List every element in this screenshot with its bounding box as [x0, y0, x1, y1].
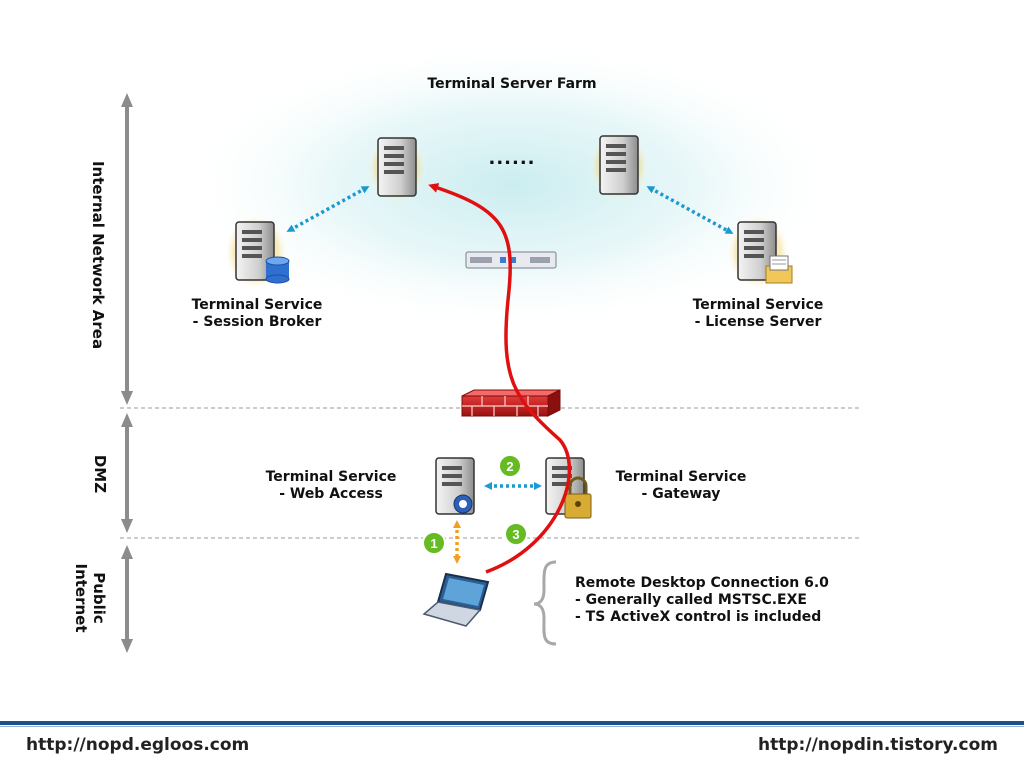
- footer-left-url[interactable]: http://nopd.egloos.com: [26, 735, 250, 755]
- step-badge-2: 2: [498, 454, 522, 478]
- server-farm-title: Terminal Server Farm: [427, 76, 597, 92]
- farm-server-2-icon: [589, 130, 649, 202]
- step-number-1: 1: [430, 536, 437, 551]
- padlock-icon: [564, 476, 592, 519]
- license-folder-icon: [765, 255, 793, 284]
- zone-label-internal: Internal Network Area: [89, 160, 107, 350]
- web-access-label: Terminal Service - Web Access: [265, 469, 397, 502]
- step-badge-1: 1: [422, 531, 446, 555]
- license-server-label: Terminal Service - License Server: [692, 297, 824, 330]
- database-icon: [265, 256, 290, 284]
- client-description: Remote Desktop Connection 6.0 - Generall…: [575, 575, 829, 625]
- server-farm-glow: [182, 40, 842, 330]
- session-broker-label: Terminal Service - Session Broker: [191, 297, 323, 330]
- footer-rule: [0, 721, 1024, 725]
- rdp-connection-path: [428, 183, 572, 574]
- zone-label-public-line2: Internet: [72, 563, 90, 633]
- step-number-2: 2: [506, 459, 513, 474]
- laptop-client-icon: [422, 572, 490, 627]
- step-number-3: 3: [512, 527, 519, 542]
- zone-label-public: Public Internet: [72, 558, 108, 638]
- client-description-brace: [533, 560, 557, 646]
- zone-label-dmz: DMZ: [91, 454, 109, 494]
- link-broker-farm: [286, 186, 370, 232]
- firewall-icon: [461, 389, 561, 417]
- footer-right-url[interactable]: http://nopdin.tistory.com: [758, 735, 998, 755]
- web-access-server-icon: [435, 457, 475, 515]
- farm-server-1-icon: [367, 132, 427, 204]
- gateway-label: Terminal Service - Gateway: [615, 469, 747, 502]
- farm-ellipsis: ......: [488, 148, 536, 169]
- zone-label-public-line1: Public: [90, 572, 108, 624]
- step-badge-3: 3: [504, 522, 528, 546]
